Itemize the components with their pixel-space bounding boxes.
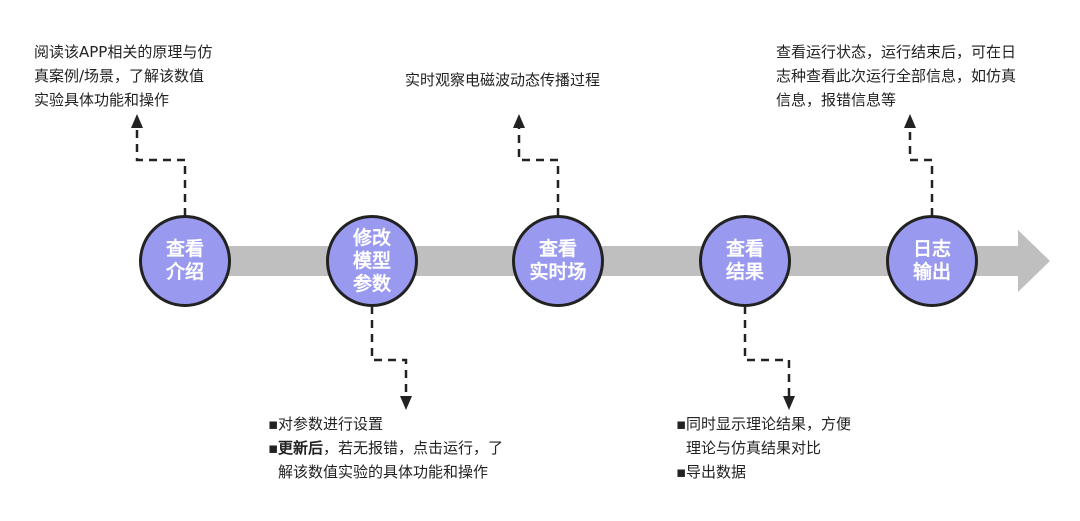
note-bullet-text: ，若无报错，点击运行，了 xyxy=(323,439,504,457)
step-label: 查看 实时场 xyxy=(529,238,587,283)
step-node-intro[interactable]: 查看 介绍 xyxy=(139,215,231,307)
arrowhead-up-realtime xyxy=(513,114,525,128)
arrowhead-up-log xyxy=(904,114,916,128)
note-bullet-item: ▪ 导出数据 xyxy=(676,460,936,484)
connector-params xyxy=(370,306,408,396)
arrowhead-down-params xyxy=(400,396,412,410)
connector-intro xyxy=(135,128,187,216)
note-bullet-bold: 更新后 xyxy=(278,439,324,457)
bullet-icon: ▪ xyxy=(676,463,687,481)
note-bullet-text: 解该数值实验的具体功能和操作 xyxy=(278,463,489,481)
timeline-arrow xyxy=(200,230,1050,292)
step-node-results[interactable]: 查看 结果 xyxy=(699,215,791,307)
note-bullet-item: ▪ 同时显示理论结果，方便 xyxy=(676,412,936,436)
bullet-icon: ▪ xyxy=(268,415,279,433)
note-params: ▪ 对参数进行设置 ▪ 更新后，若无报错，点击运行，了 解该数值实验的具体功能和… xyxy=(268,412,568,484)
note-bullet-item: ▪ 更新后，若无报错，点击运行，了 xyxy=(268,436,568,460)
note-realtime: 实时观察电磁波动态传播过程 xyxy=(405,71,601,89)
step-node-log[interactable]: 日志 输出 xyxy=(886,215,978,307)
step-node-params[interactable]: 修改 模型 参数 xyxy=(326,215,418,307)
connector-results xyxy=(743,306,791,396)
bullet-icon: ▪ xyxy=(268,439,279,457)
step-node-realtime[interactable]: 查看 实时场 xyxy=(512,215,604,307)
note-results: ▪ 同时显示理论结果，方便 理论与仿真结果对比 ▪ 导出数据 xyxy=(676,412,936,484)
note-log: 查看运行状态，运行结束后，可在日 志种查看此次运行全部信息，如仿真 信息，报错信… xyxy=(776,43,1017,109)
arrowhead-up-intro xyxy=(131,114,143,128)
connector-realtime xyxy=(517,128,560,216)
note-bullet-text: 同时显示理论结果，方便 xyxy=(686,415,852,433)
step-label: 查看 结果 xyxy=(725,238,764,283)
note-bullet-text: 导出数据 xyxy=(686,463,747,481)
step-label: 修改 模型 参数 xyxy=(352,226,391,295)
note-bullet-continuation: 理论与仿真结果对比 xyxy=(676,436,936,460)
bullet-icon: ▪ xyxy=(676,415,687,433)
note-intro: 阅读该APP相关的原理与仿 真案例/场景，了解该数值 实验具体功能和操作 xyxy=(34,43,213,109)
note-bullet-continuation: 解该数值实验的具体功能和操作 xyxy=(268,460,568,484)
arrowhead-down-results xyxy=(783,396,795,410)
connector-log xyxy=(908,128,934,216)
note-bullet-text: 对参数进行设置 xyxy=(278,415,384,433)
step-label: 日志 输出 xyxy=(912,238,951,283)
note-bullet-text: 理论与仿真结果对比 xyxy=(686,439,822,457)
step-label: 查看 介绍 xyxy=(165,238,204,283)
note-bullet-item: ▪ 对参数进行设置 xyxy=(268,412,568,436)
